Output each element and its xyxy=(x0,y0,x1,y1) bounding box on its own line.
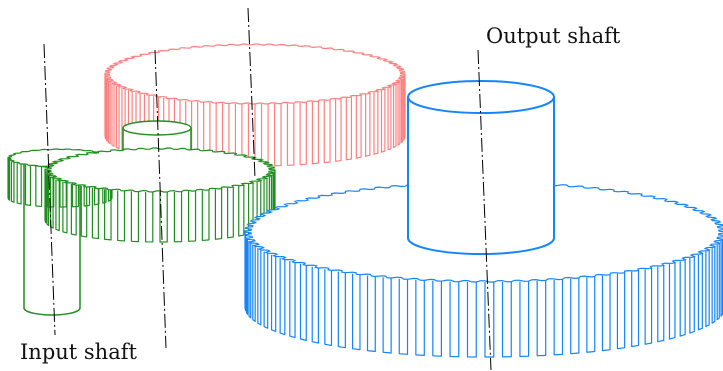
shaft-axes xyxy=(43,7,492,371)
output-gear-teeth-body xyxy=(244,230,723,358)
intermediate-large-gear xyxy=(104,43,406,167)
output-gear-assembly xyxy=(244,80,723,358)
input-shaft-axis xyxy=(43,43,56,336)
intermediate-large-gear-top-face xyxy=(104,43,406,105)
intermediate-axis-right xyxy=(247,7,256,179)
output-shaft-label: Output shaft xyxy=(486,24,621,48)
input-shaft-label: Input shaft xyxy=(20,340,137,364)
intermediate-axis-left xyxy=(154,49,167,349)
intermediate-small-gear xyxy=(44,147,276,243)
output-shaft xyxy=(407,80,555,255)
output-shaft-axis xyxy=(477,49,492,371)
intermediate-small-gear-top-face xyxy=(44,147,276,193)
input-gear-assembly xyxy=(7,147,276,316)
